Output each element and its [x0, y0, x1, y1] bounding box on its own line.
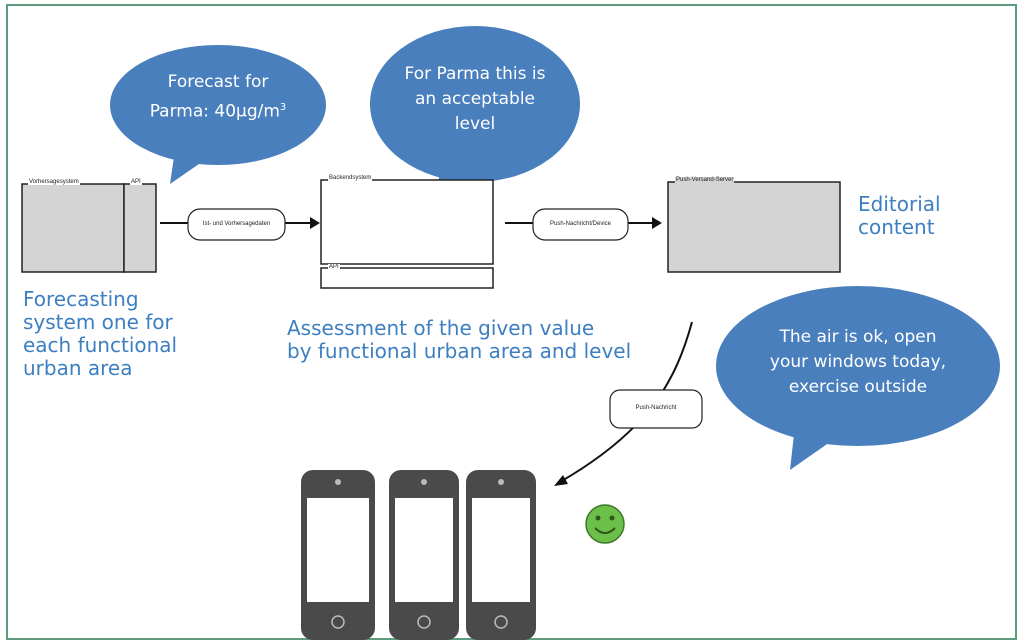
bubble-forecast-line2: Parma: 40μg/m3	[130, 95, 306, 125]
phone-3	[466, 470, 536, 640]
connector-push-device-label: Push-Nachricht/Device	[549, 221, 612, 227]
bubble-forecast-text: Forecast for Parma: 40μg/m3	[130, 70, 306, 125]
bubble-air-text: The air is ok, open your windows today, …	[745, 325, 971, 400]
bubble-air	[716, 286, 1000, 470]
bubble-forecast	[110, 45, 326, 184]
bubble-parma-line2: an acceptable	[414, 89, 535, 109]
bubble-parma-line1: For Parma this is	[404, 64, 546, 84]
backend-box	[320, 179, 494, 289]
forecasting-box-api: API	[130, 179, 142, 185]
forecasting-label-line2: system one for	[23, 310, 173, 334]
assessment-label-line2: by functional urban area and level	[287, 339, 632, 363]
bubble-air-line3: exercise outside	[788, 377, 928, 397]
bubble-air-line1: The air is ok, open	[779, 327, 937, 347]
editorial-label-line2: content	[858, 215, 935, 239]
push-server-box	[667, 181, 841, 273]
phone-2	[389, 470, 459, 640]
connector-push-msg-label: Push-Nachricht	[635, 405, 677, 411]
bubble-forecast-sup: 3	[279, 102, 287, 113]
push-server-box-title: Push-Versand-Server	[675, 177, 735, 183]
bubble-forecast-line1: Forecast for	[167, 72, 269, 92]
bubble-parma-text: For Parma this is an acceptable level	[390, 62, 560, 137]
assessment-label-line1: Assessment of the given value	[287, 316, 595, 340]
arrow-data	[160, 208, 320, 241]
forecasting-system-box	[21, 183, 157, 273]
forecasting-label: Forecasting system one for each function…	[23, 288, 177, 380]
forecasting-label-line1: Forecasting	[23, 287, 139, 311]
connector-data-label: Ist- und Vorhersagedaten	[202, 221, 271, 227]
smiley-icon	[585, 504, 625, 544]
forecasting-label-line3: each functional	[23, 333, 178, 357]
bubble-parma-line3: level	[454, 114, 496, 134]
forecasting-label-line4: urban area	[23, 356, 133, 380]
editorial-label: Editorial content	[858, 193, 941, 239]
bubble-air-line2: your windows today,	[769, 352, 947, 372]
arrow-to-phones	[554, 321, 703, 486]
phone-1	[301, 470, 375, 640]
backend-box-title: Backendsystem	[328, 175, 373, 181]
assessment-label: Assessment of the given value by functio…	[287, 317, 631, 363]
bubble-forecast-line2-text: Parma: 40μg/m	[149, 101, 280, 122]
arrow-push-device	[505, 208, 662, 241]
editorial-label-line1: Editorial	[858, 192, 941, 216]
backend-box-api: API	[328, 264, 340, 270]
forecasting-box-title: Vorhersagesystem	[28, 179, 80, 185]
